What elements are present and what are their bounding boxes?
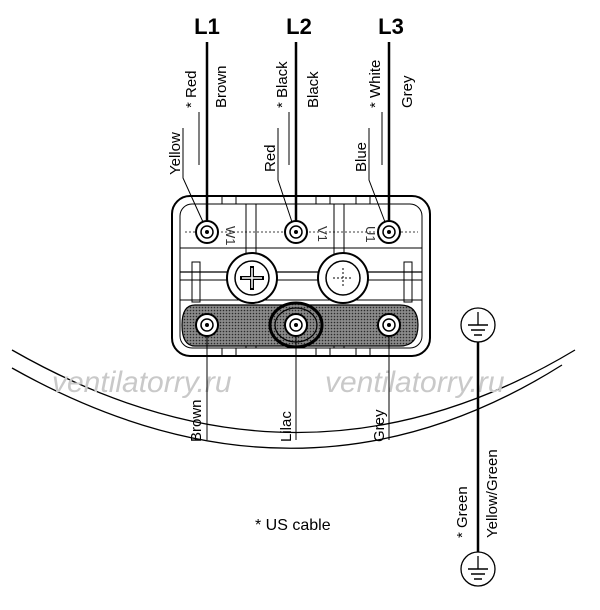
- wire-label-l1-side: Yellow: [167, 132, 184, 175]
- watermark-right: ventilatorry.ru: [325, 366, 505, 399]
- terminal-label-v1: V1: [315, 226, 330, 242]
- earth-symbol-top: [460, 307, 496, 343]
- us-cable-note: * US cable: [255, 517, 331, 534]
- terminal-screw-l2: [284, 220, 308, 244]
- bridge-screw-middle: [284, 313, 308, 337]
- terminal-label-w1: W1: [223, 226, 238, 246]
- wire-label-l2-eu: Black: [305, 71, 322, 108]
- watermark-left: ventilatorry.ru: [52, 366, 232, 399]
- terminal-label-u1: U1: [363, 226, 378, 243]
- earth-symbol-bottom: [460, 551, 496, 587]
- housing-arc-outer: [11, 349, 576, 434]
- housing-arc-inner: [11, 364, 563, 449]
- leader-yellow: [182, 128, 204, 223]
- mounting-screw-left: [226, 252, 278, 304]
- leader-blue: [368, 128, 386, 223]
- earth-label-eu: Yellow/Green: [484, 449, 501, 538]
- wire-label-l3-side: Blue: [353, 142, 370, 172]
- phase-label-l1: L1: [194, 14, 220, 39]
- earth-label-us: * Green: [454, 486, 471, 538]
- bottom-wire-label-lilac: Lilac: [278, 411, 295, 442]
- wire-label-l2-us: * Black: [274, 61, 291, 108]
- phase-label-l3: L3: [378, 14, 404, 39]
- wire-label-l2-side: Red: [262, 144, 279, 172]
- terminal-screw-l1: [195, 220, 219, 244]
- bottom-wire-label-grey: Grey: [371, 409, 388, 442]
- wire-label-l3-eu: Grey: [399, 75, 416, 108]
- phase-label-l2: L2: [286, 14, 312, 39]
- terminal-screw-l3: [377, 220, 401, 244]
- bottom-wire-label-brown: Brown: [188, 399, 205, 442]
- wire-label-l1-us: * Red: [183, 70, 200, 108]
- mounting-screw-right: [317, 252, 369, 304]
- bridge-screw-right: [377, 313, 401, 337]
- bridge-screw-left: [195, 313, 219, 337]
- wire-label-l3-us: * White: [367, 60, 384, 108]
- wire-label-l1-eu: Brown: [213, 65, 230, 108]
- leader-red: [277, 128, 293, 223]
